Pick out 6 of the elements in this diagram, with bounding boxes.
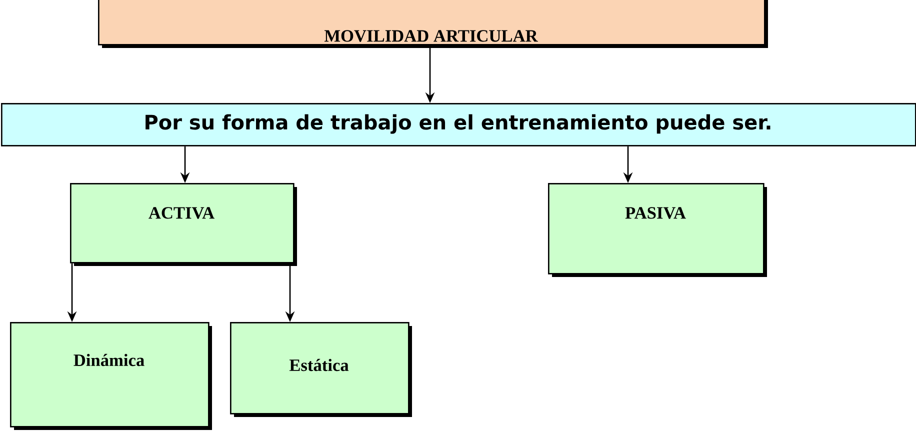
process-box: Dinámica [10,322,212,430]
process-box: ACTIVA [70,183,297,266]
title-box: MOVILIDAD ARTICULAR [98,0,768,48]
process-box: PASIVA [548,183,767,277]
process-box: Estática [230,322,412,417]
banner-box: Por su forma de trabajo en el entrenamiento puede ser. [1,103,916,146]
